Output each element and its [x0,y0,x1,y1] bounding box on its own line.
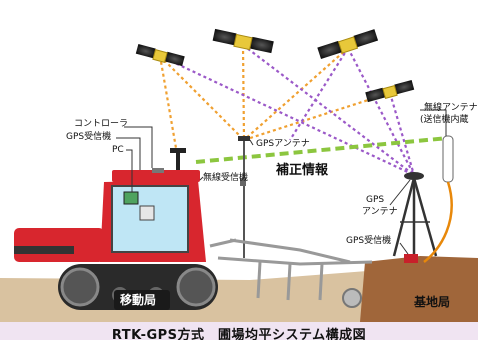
pc-label: PC [112,145,124,155]
satellite-3 [317,29,379,60]
radio-antenna-label-line1: 無線アンテナ [424,103,478,113]
tractor [14,148,206,262]
radio-antenna-label-line2: (送信機内蔵 [420,115,469,125]
base-station-label: 基地局 [414,295,451,309]
satellite-4 [365,79,415,103]
tractor-hood [14,228,104,262]
leveler-wheel [342,288,362,308]
tractor-antenna-mast [238,136,250,258]
base-tripod [392,177,438,260]
tractor-controller-box [139,205,155,221]
leveler-implement [209,238,373,301]
diagram-caption: RTK-GPS方式 圃場均平システム構成図 [111,328,367,340]
label-leader-lines [116,109,447,255]
base-mound [360,256,478,322]
gps-antenna-base-label-line1: GPS [366,195,385,205]
correction-info-line [195,136,449,164]
gps-signal-lines-orange [158,44,391,149]
gps-antenna-tractor-label: GPSアンテナ [256,139,310,149]
gps-receiver-base-label: GPS受信機 [346,236,392,246]
radio-receiver-label: 無線受信機 [203,173,249,183]
satellite-2 [212,28,274,54]
satellite-1 [135,43,185,67]
controller-label: コントローラ [74,119,129,129]
gps-signal-lines-purple [159,44,416,176]
gps-receiver-tractor-label: GPS受信機 [66,132,112,142]
gps-antenna-base-label-line2: アンテナ [362,207,398,217]
mobile-station-label: 移動局 [120,293,157,307]
base-antenna-cable [423,181,453,263]
base-radio-antenna [442,135,454,183]
mobile-station-badge [114,290,170,310]
caption-bar [0,322,478,340]
tractor-pc-screen [123,191,139,205]
base-gps-receiver [404,254,418,263]
base-gps-antenna [404,172,424,180]
correction-info-label: 補正情報 [276,163,329,178]
